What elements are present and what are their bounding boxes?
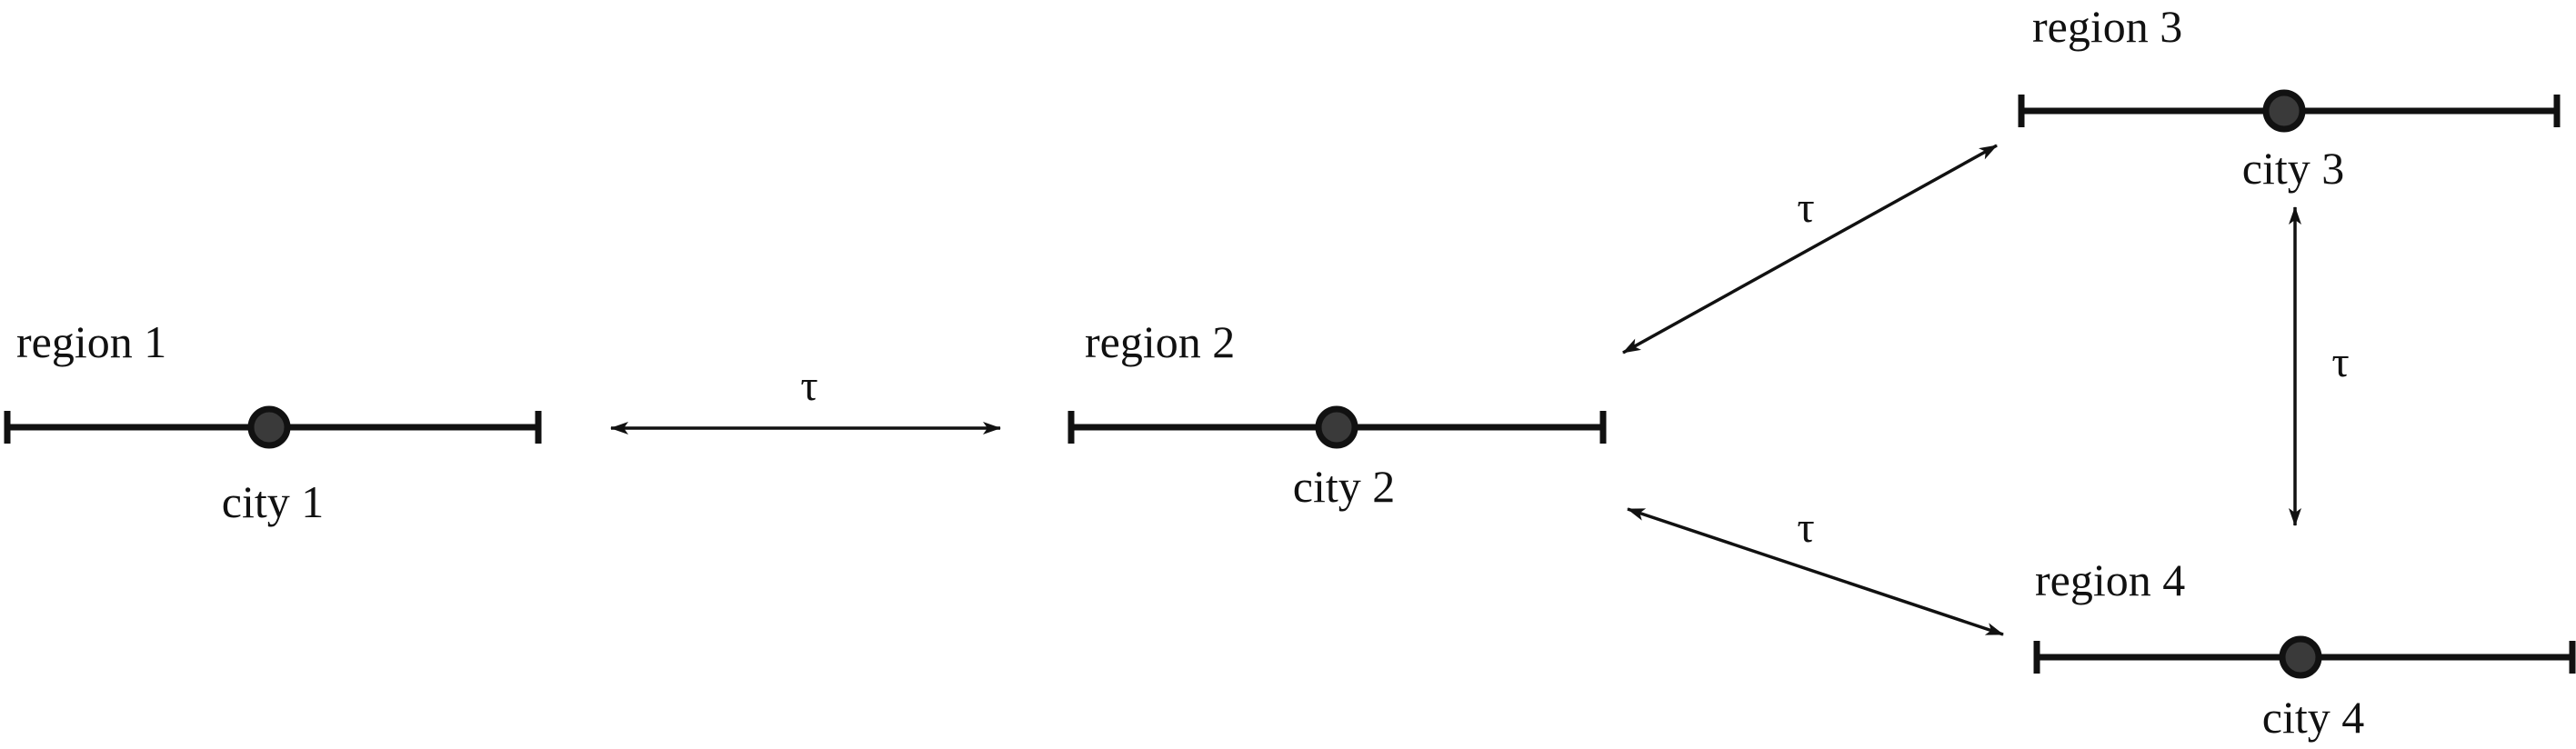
region-3-label: region 3 — [2032, 1, 2182, 52]
city-4-label: city 4 — [2262, 692, 2364, 743]
link-region-2-region-3: τ — [1622, 144, 1998, 355]
region-1: region 1 city 1 — [4, 316, 542, 527]
link-region-1-region-2: τ — [610, 362, 1001, 434]
link-region-3-region-4: τ — [2289, 206, 2350, 526]
city-1-label: city 1 — [222, 476, 324, 527]
link-2-3-label: τ — [1797, 184, 1814, 232]
region-3: region 3 city 3 — [2018, 1, 2561, 194]
link-3-4-label: τ — [2331, 338, 2349, 386]
city-3-marker — [2262, 89, 2306, 133]
city-4-marker — [2279, 635, 2322, 679]
link-1-2-label: τ — [800, 362, 817, 410]
city-3-label: city 3 — [2242, 143, 2344, 194]
region-2: region 2 city 2 — [1067, 316, 1607, 512]
region-4: region 4 city 4 — [2033, 554, 2576, 743]
region-2-label: region 2 — [1085, 316, 1235, 367]
double-arrow-icon — [1627, 507, 2004, 636]
double-arrow-icon — [1622, 144, 1998, 355]
region-1-label: region 1 — [16, 316, 166, 367]
link-2-4-label: τ — [1797, 504, 1814, 552]
city-2-label: city 2 — [1293, 461, 1395, 512]
link-region-2-region-4: τ — [1627, 504, 2004, 636]
region-4-label: region 4 — [2035, 554, 2185, 605]
city-2-marker — [1315, 405, 1358, 449]
city-1-marker — [247, 405, 291, 449]
